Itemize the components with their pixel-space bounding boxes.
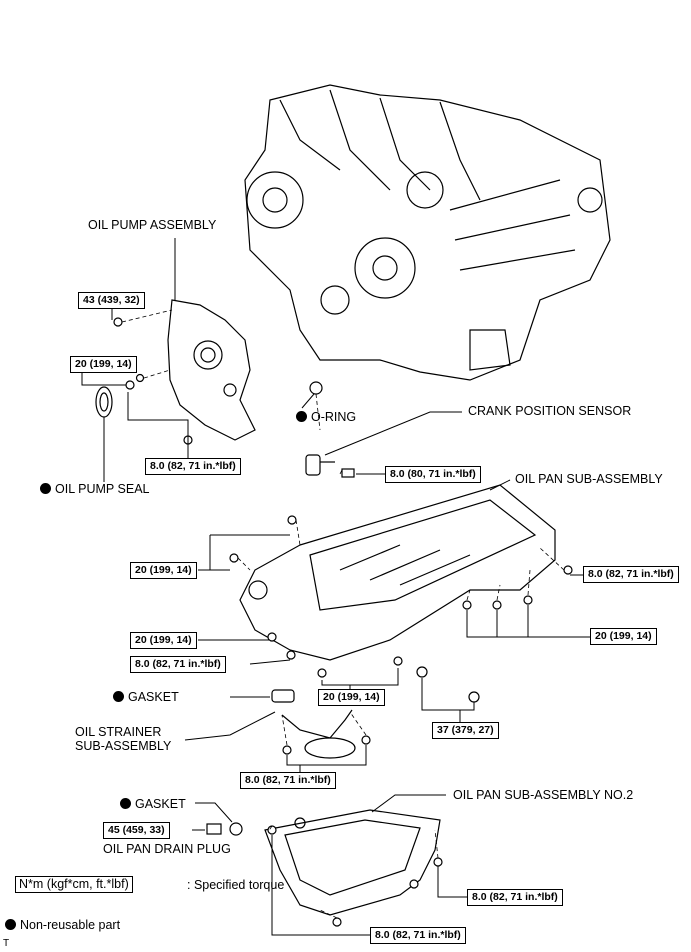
torque-spec: 8.0 (82, 71 in.*lbf) [583,566,679,583]
legend-non-reusable: Non-reusable part [5,918,120,932]
oil-pan-drawing [239,484,556,661]
crank-position-sensor-label: CRANK POSITION SENSOR [468,404,632,418]
torque-spec: 43 (439, 32) [78,292,145,309]
torque-spec: 20 (199, 14) [130,632,197,649]
filled-circle-icon [296,411,307,422]
gasket-text: GASKET [135,797,186,811]
engine-block [244,84,611,381]
torque-spec: 20 (199, 14) [70,356,137,373]
leader-lines [81,238,590,936]
oil-pump-seal-text: OIL PUMP SEAL [55,482,150,496]
oil-pump-seal-label: OIL PUMP SEAL [40,482,149,496]
oil-strainer-drawing [271,689,356,759]
oil-strainer-label-line2: SUB-ASSEMBLY [75,739,172,753]
filled-circle-icon [5,919,16,930]
gasket-label: GASKET [113,690,179,704]
torque-spec: 37 (379, 27) [432,722,499,739]
o-ring-label: O-RING [296,410,356,424]
oil-pan-sub-assembly-label: OIL PAN SUB-ASSEMBLY [515,472,663,486]
corner-mark: T [3,938,10,949]
o-ring-text: O-RING [311,410,357,424]
torque-spec: 8.0 (82, 71 in.*lbf) [467,889,563,906]
gasket-label: GASKET [120,797,186,811]
legend-torque-desc: : Specified torque [187,878,285,892]
torque-spec: 45 (459, 33) [103,822,170,839]
oil-pan-drain-plug-label: OIL PAN DRAIN PLUG [103,842,231,856]
o-ring-drawing [309,381,323,395]
gasket-text: GASKET [128,690,179,704]
torque-spec: 20 (199, 14) [130,562,197,579]
filled-circle-icon [120,798,131,809]
oil-pan-no2-drawing [206,809,441,916]
bolts [113,317,573,927]
oil-strainer-label-line1: OIL STRAINER [75,725,162,739]
torque-spec: 8.0 (82, 71 in.*lbf) [145,458,241,475]
torque-spec: 20 (199, 14) [318,689,385,706]
torque-spec: 8.0 (82, 71 in.*lbf) [370,927,466,944]
legend-non-reusable-text: Non-reusable part [20,918,121,932]
legend-torque-unit: N*m (kgf*cm, ft.*lbf) [15,876,133,893]
oil-pump-assembly-label: OIL PUMP ASSEMBLY [88,218,217,232]
torque-spec: 8.0 (82, 71 in.*lbf) [130,656,226,673]
oil-pan-no2-label: OIL PAN SUB-ASSEMBLY NO.2 [453,788,634,802]
torque-spec: 8.0 (82, 71 in.*lbf) [240,772,336,789]
filled-circle-icon [40,483,51,494]
dashed-alignment-lines [121,309,565,919]
crank-sensor-drawing [305,454,355,478]
filled-circle-icon [113,691,124,702]
torque-spec: 8.0 (80, 71 in.*lbf) [385,466,481,483]
torque-spec: 20 (199, 14) [590,628,657,645]
